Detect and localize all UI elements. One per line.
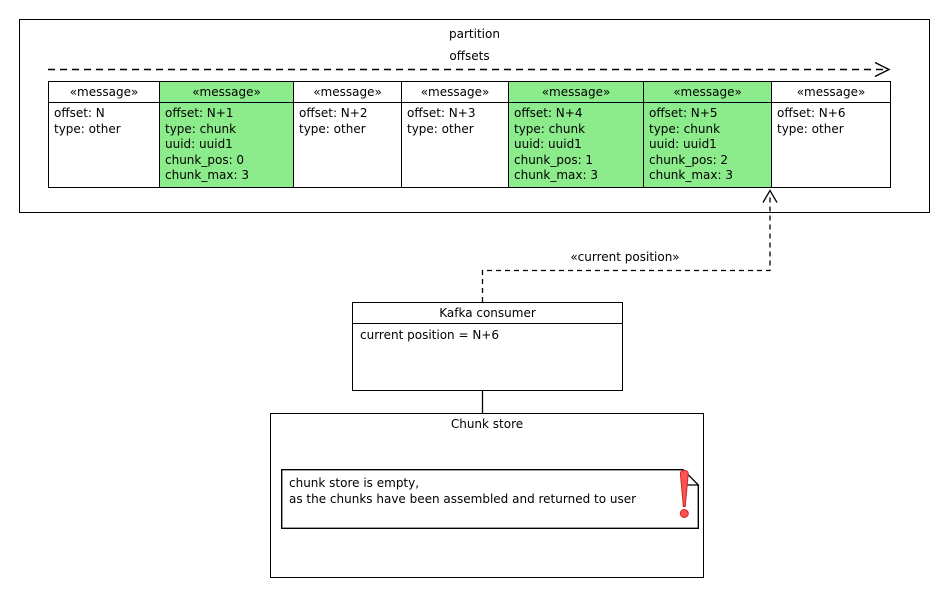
note-shape: [281, 469, 699, 529]
message-stereotype: «message»: [644, 82, 771, 103]
exclamation-icon: [679, 469, 689, 518]
message-body: offset: N+6 type: other: [777, 106, 846, 136]
message-cell-offset-n3: «message» offset: N+3 type: other: [401, 82, 508, 187]
message-stereotype: «message»: [49, 82, 159, 103]
note: chunk store is empty, as the chunks have…: [281, 469, 699, 529]
message-cell-offset-n6: «message» offset: N+6 type: other: [771, 82, 890, 187]
message-stereotype: «message»: [509, 82, 643, 103]
message-body: offset: N+1 type: chunk uuid: uuid1 chun…: [165, 106, 249, 182]
message-cell-offset-n: «message» offset: N type: other: [49, 82, 159, 187]
partition-title: partition: [449, 27, 500, 41]
message-body: offset: N+3 type: other: [407, 106, 476, 136]
message-cell-offset-n2: «message» offset: N+2 type: other: [293, 82, 401, 187]
message-stereotype: «message»: [294, 82, 401, 103]
message-body: offset: N+4 type: chunk uuid: uuid1 chun…: [514, 106, 598, 182]
message-cell-offset-n1: «message» offset: N+1 type: chunk uuid: …: [159, 82, 293, 187]
message-cell-offset-n5: «message» offset: N+5 type: chunk uuid: …: [643, 82, 771, 187]
note-outline: [281, 469, 699, 529]
offsets-label: offsets: [449, 49, 490, 63]
note-text: chunk store is empty, as the chunks have…: [289, 476, 637, 506]
kafka-consumer-body: current position = N+6: [360, 328, 499, 342]
message-stereotype: «message»: [160, 82, 293, 103]
message-body: offset: N+2 type: other: [299, 106, 368, 136]
exclamation-bar: [679, 469, 689, 507]
message-body: offset: N type: other: [54, 106, 121, 136]
message-stereotype: «message»: [772, 82, 890, 103]
chunk-store-title: Chunk store: [450, 417, 524, 431]
message-cell-offset-n4: «message» offset: N+4 type: chunk uuid: …: [508, 82, 643, 187]
current-position-label: «current position»: [570, 250, 680, 264]
kafka-consumer-title: Kafka consumer: [353, 303, 622, 324]
message-stereotype: «message»: [402, 82, 508, 103]
message-row: «message» offset: N type: other «message…: [48, 81, 891, 188]
exclamation-dot: [679, 509, 689, 518]
message-body: offset: N+5 type: chunk uuid: uuid1 chun…: [649, 106, 733, 182]
kafka-consumer-box: Kafka consumer current position = N+6: [352, 302, 623, 391]
